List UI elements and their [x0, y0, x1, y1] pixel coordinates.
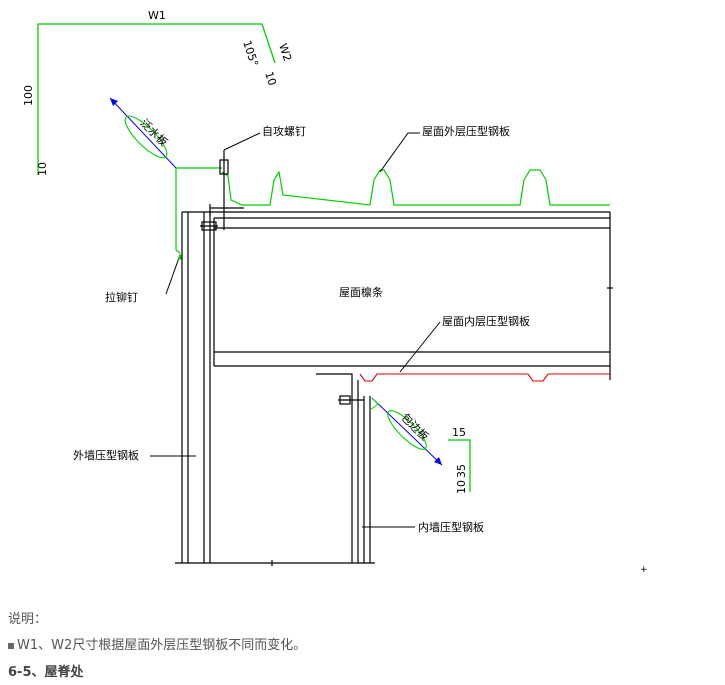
- trim-profile: [448, 439, 471, 492]
- label-inner-wall-panel: 内墙压型钢板: [418, 520, 484, 534]
- label-outer-wall-panel: 外墙压型钢板: [73, 448, 139, 462]
- roof-outer-panel: [221, 169, 610, 206]
- dim-100: 100: [22, 85, 35, 106]
- dim-15: 15: [452, 426, 466, 439]
- dim-10-bottom: 10: [455, 480, 468, 494]
- ridge-flashing: [175, 167, 222, 254]
- dim-35: 35: [455, 464, 468, 478]
- flashing-callout: [109, 97, 177, 169]
- inner-wall-panel: [271, 373, 371, 566]
- roof-purlin: [210, 211, 613, 380]
- self-tapping-screw-symbol: [200, 150, 244, 231]
- roof-ridge-detail-drawing: W1 105° W2 10 100 10 泛水板: [22, 9, 648, 575]
- dim-w2: W2: [276, 42, 294, 63]
- dim-w1: W1: [148, 9, 166, 22]
- label-roof-outer-panel: 屋面外层压型钢板: [422, 124, 510, 138]
- label-roof-purlin: 屋面檩条: [339, 285, 383, 299]
- roof-inner-panel: [359, 373, 610, 382]
- notes-bullet: W1、W2尺寸根据屋面外层压型钢板不同而变化。: [8, 634, 306, 653]
- dim-10-left: 10: [36, 162, 49, 176]
- trim-plate-callout: [369, 397, 443, 466]
- dim-10-top: 10: [262, 70, 279, 87]
- notes-bullet-text: W1、W2尺寸根据屋面外层压型钢板不同而变化。: [17, 638, 307, 653]
- bullet-icon: [8, 642, 14, 649]
- label-roof-inner-panel: 屋面内层压型钢板: [442, 314, 530, 328]
- flashing-profile: [37, 23, 276, 175]
- cursor-mark: +: [640, 565, 648, 575]
- notes-heading: 说明：: [8, 612, 48, 627]
- label-blind-rivet: 拉铆钉: [105, 290, 138, 304]
- section-title: 6-5、屋脊处: [8, 665, 84, 680]
- label-self-tapping-screw: 自攻螺钉: [262, 124, 306, 138]
- outer-wall-panel: [175, 211, 375, 564]
- dim-angle: 105°: [240, 39, 261, 68]
